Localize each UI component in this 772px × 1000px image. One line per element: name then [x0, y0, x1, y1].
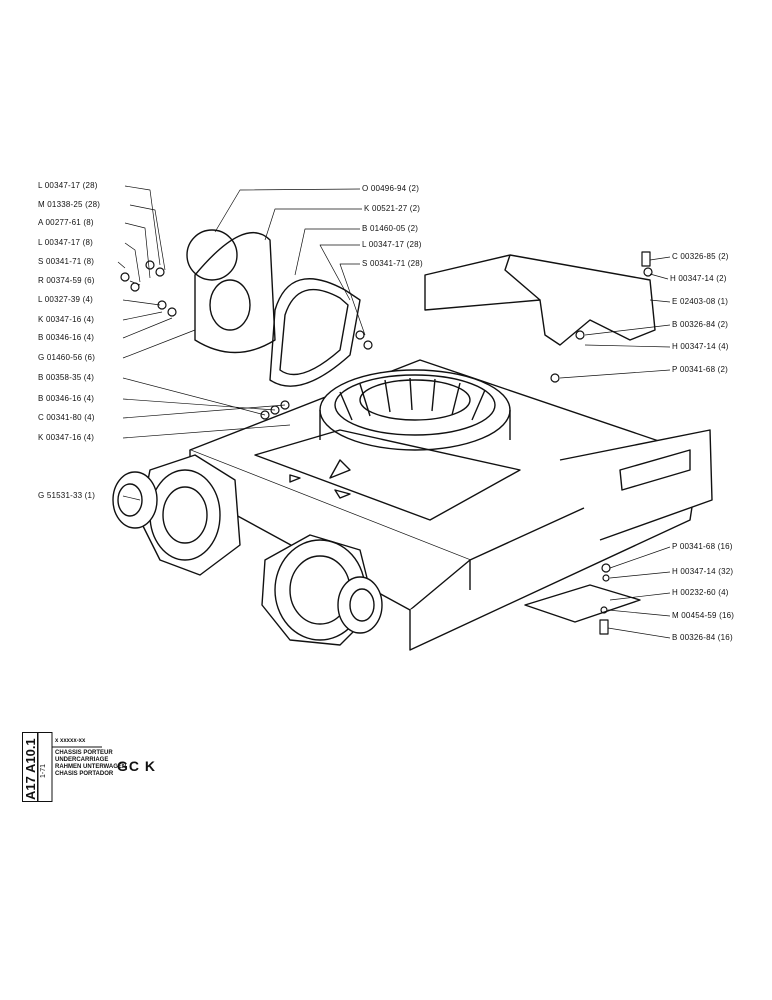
title-de: RAHMEN UNTERWAGEN: [55, 764, 127, 770]
callout-right-3: B 01460-05 (2): [362, 224, 419, 233]
callout-left-2: M 01338-25 (28): [38, 200, 101, 209]
right-hub: [337, 576, 383, 634]
model-code: GC K: [117, 758, 156, 774]
gasket: [269, 278, 361, 387]
title-block: A17 A10.1 1-71 x xxxxx-xx CHASSIS PORTEU…: [22, 732, 162, 802]
left-hub: [112, 471, 158, 529]
callout-left-5: S 00341-71 (8): [38, 257, 95, 266]
shim-plate: [524, 584, 641, 623]
leader-lines: [117, 185, 671, 639]
title-en: UNDERCARRIAGE: [55, 757, 109, 763]
callout-left-10: G 01460-56 (6): [38, 353, 96, 362]
cover-plate-left: [194, 231, 276, 354]
title-es: CHASIS PORTADOR: [55, 771, 114, 777]
ref-code: A17 A10.1: [23, 738, 38, 800]
callout-right-16: B 00326-84 (16): [672, 633, 733, 642]
marker: x xxxxx-xx: [55, 738, 86, 744]
callout-right-15: M 00454-59 (16): [672, 611, 735, 620]
slewing-ring: [319, 369, 511, 451]
callout-right-5: S 00341-71 (28): [362, 259, 423, 268]
callout-left-6: R 00374-59 (6): [38, 276, 95, 285]
callout-left-14: K 00347-16 (4): [38, 433, 95, 442]
callout-left-15: G 51531-33 (1): [38, 491, 96, 500]
callout-left-4: L 00347-17 (8): [38, 238, 93, 247]
callout-left-13: C 00341-80 (4): [38, 413, 95, 422]
callout-left-7: L 00327-39 (4): [38, 295, 93, 304]
callout-left-12: B 00346-16 (4): [38, 394, 95, 403]
callout-right-11: P 00341-68 (2): [672, 365, 729, 374]
callout-right-1: O 00496-94 (2): [362, 184, 420, 193]
callout-right-13: H 00347-14 (32): [672, 567, 734, 576]
callout-right-2: K 00521-27 (2): [364, 204, 421, 213]
o-ring: [186, 229, 238, 281]
callout-right-10: H 00347-14 (4): [672, 342, 729, 351]
callout-left-9: B 00346-16 (4): [38, 333, 95, 342]
callout-left-11: B 00358-35 (4): [38, 373, 95, 382]
title-fr: CHASSIS PORTEUR: [55, 750, 113, 756]
left-drive-housing: [139, 454, 241, 576]
callout-right-7: H 00347-14 (2): [670, 274, 727, 283]
callout-right-14: H 00232-60 (4): [672, 588, 729, 597]
callout-right-8: E 02403-08 (1): [672, 297, 729, 306]
callout-left-1: L 00347-17 (28): [38, 181, 98, 190]
callout-right-6: C 00326-85 (2): [672, 252, 729, 261]
callout-left-8: K 00347-16 (4): [38, 315, 95, 324]
callout-right-4: L 00347-17 (28): [362, 240, 422, 249]
callout-left-3: A 00277-61 (8): [38, 218, 94, 227]
callout-right-9: B 00326-84 (2): [672, 320, 729, 329]
title-block-frame: [22, 732, 102, 802]
edition: 1-71: [40, 763, 47, 778]
callout-right-12: P 00341-68 (16): [672, 542, 733, 551]
frame-side-beam: [559, 429, 713, 541]
